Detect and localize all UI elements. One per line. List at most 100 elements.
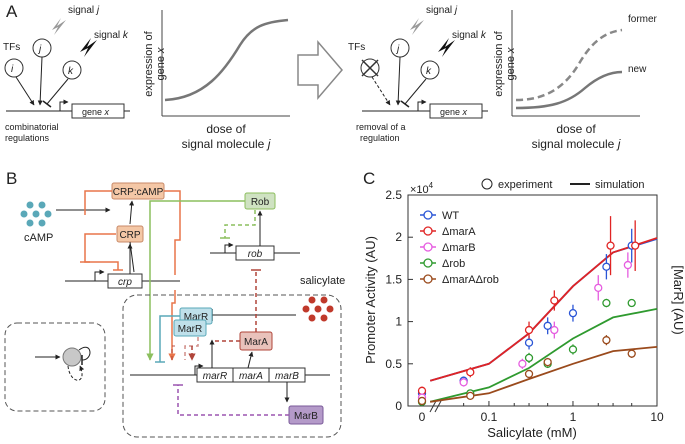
network-right: TFs j k signal j signal k gene x removal… (348, 5, 488, 143)
data-points (417, 216, 640, 406)
marb-label: MarB (294, 411, 318, 422)
signal-k-label: signal k (94, 30, 129, 41)
tfs-label: TFs (3, 42, 20, 53)
salicylate-molecules-icon (302, 296, 334, 322)
caption-regulation: regulation (360, 133, 400, 143)
tf-node-j-label: j (37, 44, 42, 55)
activity-chart: ×104 experiment simulation 00.511.522.5 … (363, 178, 685, 440)
tf-node-j-right (390, 38, 410, 58)
mara-label: MarA (244, 337, 268, 348)
x-tick-label: 10 (650, 410, 664, 424)
data-point (631, 241, 640, 250)
gene-x-label-right: gene x (440, 107, 468, 117)
plot-frame (407, 194, 658, 407)
legend-label: WT (442, 210, 459, 222)
data-point (459, 378, 468, 387)
promoter-arrow-left (59, 99, 69, 111)
salicylate-label: salicylate (300, 275, 345, 287)
lightning-k-icon-right (438, 38, 455, 57)
caption-removal: removal of a (356, 122, 406, 132)
crp-camp-label: CRP:cAMP (113, 187, 164, 198)
motif-legend-box (4, 322, 106, 412)
crp-gene-label: crp (118, 277, 132, 288)
y-tick-group: 00.511.522.5 (385, 188, 413, 413)
marr-label-2: MarR (178, 324, 202, 335)
camp-label: cAMP (24, 232, 53, 244)
axis-break-mark (429, 400, 437, 413)
legend-former: former (628, 14, 658, 25)
legend-new: new (628, 64, 647, 75)
dose-curve-left (164, 18, 289, 102)
plot-right-ylabel-2: gene x (505, 47, 517, 81)
dose-curve-former (515, 28, 623, 102)
marr-gene-label: marR (203, 371, 227, 382)
legend-label: ΔmarAΔrob (442, 274, 499, 286)
tf-node-k-label-right: k (426, 66, 432, 77)
motif-node-icon (62, 347, 82, 367)
data-point (627, 298, 636, 308)
x-tick-label: 0 (419, 410, 426, 424)
camp-molecules-icon (20, 201, 52, 227)
fit-curves (429, 237, 658, 403)
caption-regulations: regulations (5, 133, 50, 143)
data-point (466, 391, 475, 401)
lightning-j-icon (52, 18, 66, 35)
mara-gene-label: marA (239, 371, 263, 382)
signal-k-label-right: signal k (452, 30, 487, 41)
data-point (550, 296, 559, 305)
plot-right-xlabel-2: signal molecule j (532, 137, 621, 151)
data-point (568, 345, 578, 354)
data-point (550, 325, 559, 335)
data-point (466, 368, 475, 377)
marr-label-1: MarR (184, 312, 208, 323)
y-tick-label: 0 (395, 399, 402, 413)
transition-arrow-icon (297, 39, 343, 101)
network-left: TFs i j k signal j signal k gene x combi… (3, 5, 130, 143)
y-tick-label: 1.5 (385, 272, 402, 286)
mar-module-box (122, 294, 342, 438)
data-point (602, 298, 611, 308)
marr-box-2 (173, 319, 207, 337)
data-point (543, 321, 552, 330)
data-point (627, 349, 636, 358)
rob-protein-label: Rob (251, 197, 270, 208)
panel-b-label: B (6, 169, 17, 188)
marb-gene-label: marB (275, 371, 299, 382)
lightning-k-icon (80, 38, 97, 57)
data-point (524, 369, 534, 379)
tf-node-k-label: k (68, 66, 74, 77)
y-axis-label: Promoter Activity (AU) (363, 236, 378, 364)
caption-combinatorial: combinatorial (5, 122, 59, 132)
y2-axis-label: [MarR] (AU) (671, 265, 685, 334)
data-point (602, 336, 611, 345)
rob-gene-label: rob (248, 249, 263, 260)
plot-right-xlabel-1: dose of (556, 122, 596, 136)
legend-simulation: simulation (595, 179, 645, 191)
crp-protein-label: CRP (119, 230, 140, 241)
tfs-label-right: TFs (348, 42, 365, 53)
x-axis-label: Salicylate (mM) (487, 425, 577, 440)
legend-experiment: experiment (498, 179, 552, 191)
panel-c-label: C (363, 169, 375, 188)
legend-label: ΔmarA (442, 226, 476, 238)
panel-a-label: A (6, 2, 18, 21)
fit-curve (430, 346, 658, 403)
legend-marker (423, 226, 433, 236)
signal-j-label-right: signal j (426, 5, 458, 16)
dose-curve-new (515, 70, 623, 110)
fit-curve (429, 308, 658, 403)
crp-gene-box (107, 273, 143, 289)
tf-node-j-label-right: j (395, 44, 400, 55)
plot-right-ylabel-1: expression of (493, 30, 505, 96)
gene-x-box-left (71, 103, 125, 119)
legend-experiment-marker (481, 178, 493, 190)
legend-marker (423, 274, 433, 284)
data-point (524, 353, 534, 363)
data-point (417, 396, 427, 406)
y-tick-label: 2 (395, 230, 402, 244)
y-tick-label: 1 (395, 315, 402, 329)
data-point (602, 262, 611, 271)
